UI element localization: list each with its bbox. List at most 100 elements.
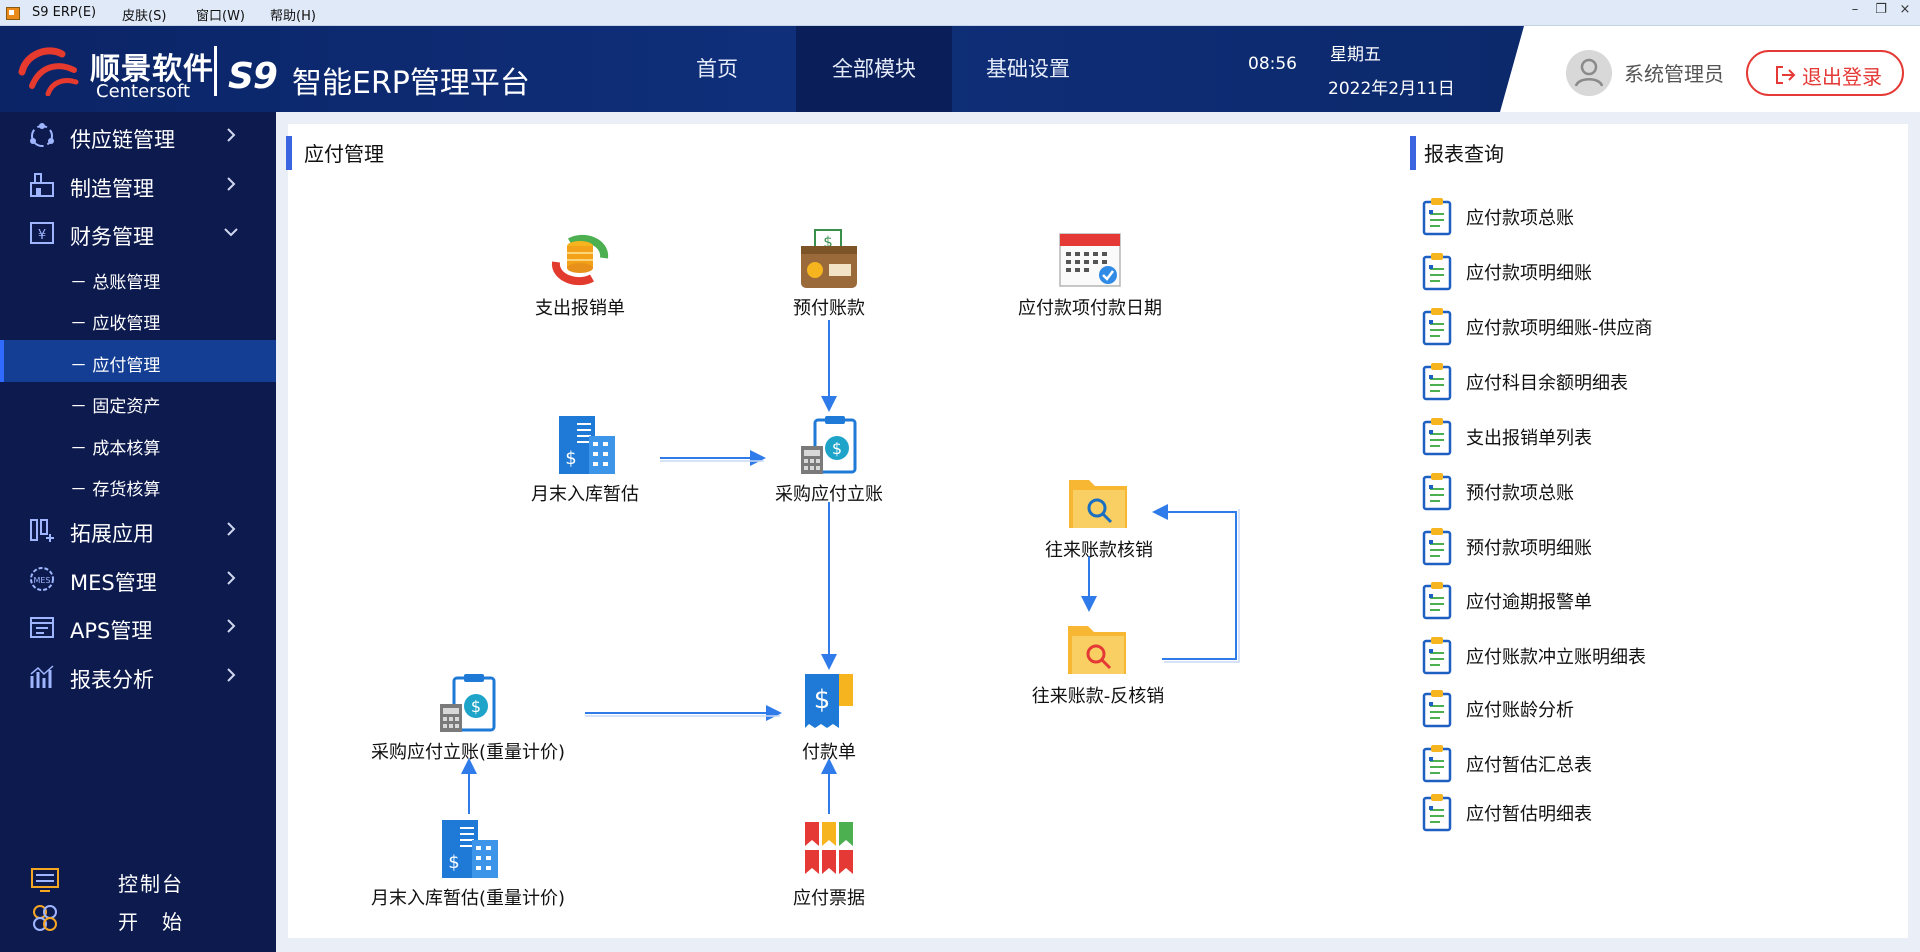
sidebar-item-extensions[interactable]: 拓展应用 [0,506,276,554]
report-item[interactable]: 应付账龄分析 [1422,688,1882,728]
coins-icon [552,234,608,286]
clipboard-report-icon [1422,418,1452,456]
main-panel: 应付管理 支出报销单 $ 预付账款 [286,124,1908,938]
node-payable-due-date[interactable]: 应付款项付款日期 [1000,228,1180,320]
current-user[interactable]: 系统管理员 [1624,62,1724,86]
report-item[interactable]: 应付科目余额明细表 [1422,361,1882,401]
node-label: 月末入库暂估 [531,484,639,505]
report-label: 应付款项明细账 [1466,263,1592,284]
clipboard-report-icon [1422,253,1452,291]
nav-tab-home[interactable]: 首页 [696,57,738,81]
node-label: 付款单 [802,742,856,763]
sidebar-item-label: MES管理 [70,571,157,595]
console-icon [31,868,59,892]
menu-window[interactable]: 窗口(W) [196,9,245,24]
extension-icon [30,519,54,542]
report-item[interactable]: 应付款项总账 [1422,196,1882,236]
svg-text:$: $ [448,852,459,873]
node-label: 采购应付立账 [775,484,883,505]
svg-text:$: $ [471,697,481,716]
folder-search-icon [1069,480,1127,528]
report-item[interactable]: 支出报销单列表 [1422,416,1882,456]
sidebar-item-label: 报表分析 [70,668,154,692]
mes-icon: MES [30,567,54,591]
clock-time: 08:56 [1248,54,1297,74]
section-accent-bar [1410,136,1416,170]
node-month-end-estimate-weight[interactable]: $ 月末入库暂估(重量计价) [368,818,568,910]
building-ledger-icon: $ [442,820,498,878]
factory-icon [30,173,54,197]
sidebar-sub-general-ledger[interactable]: － 总账管理 [0,257,276,299]
clipboard-report-icon [1422,794,1452,832]
node-expense-reimburse[interactable]: 支出报销单 [520,228,640,320]
nav-tab-all-modules[interactable]: 全部模块 [796,26,952,112]
notes-bookmarks-icon [805,822,853,874]
brand-divider [214,46,217,96]
report-item[interactable]: 应付暂估明细表 [1422,792,1882,832]
node-month-end-estimate[interactable]: $ 月末入库暂估 [520,414,650,506]
nav-tab-basic-settings[interactable]: 基础设置 [986,57,1070,81]
report-label: 预付款项总账 [1466,483,1574,504]
sidebar-item-supply-chain[interactable]: 供应链管理 [0,112,276,160]
sidebar-sub-payable[interactable]: － 应付管理 [0,340,276,382]
report-item[interactable]: 应付款项明细账-供应商 [1422,306,1882,346]
sidebar-item-manufacturing[interactable]: 制造管理 [0,161,276,209]
report-item[interactable]: 应付暂估汇总表 [1422,743,1882,783]
node-ar-ap-reverse[interactable]: 往来账款-反核销 [1008,616,1188,708]
sidebar-item-label: APS管理 [70,619,153,643]
sidebar-item-label: 拓展应用 [70,522,154,546]
svg-text:$: $ [832,439,842,458]
report-item[interactable]: 应付逾期报警单 [1422,580,1882,620]
node-prepayment[interactable]: $ 预付账款 [769,228,889,320]
sidebar-item-aps[interactable]: APS管理 [0,603,276,651]
report-label: 应付款项总账 [1466,208,1574,229]
sidebar-console[interactable]: 控制台 [0,862,276,898]
chevron-right-icon [227,668,236,682]
sidebar-start[interactable]: 开 始 [0,900,276,936]
app-icon [6,7,20,20]
chevron-right-icon [227,571,236,585]
sidebar-sub-cost-accounting[interactable]: － 成本核算 [0,423,276,465]
sidebar-sub-inventory-accounting[interactable]: － 存货核算 [0,464,276,506]
folder-undo-icon [1068,626,1126,674]
menu-skin[interactable]: 皮肤(S) [122,9,167,24]
menu-help[interactable]: 帮助(H) [270,9,316,24]
svg-text:MES: MES [33,576,50,585]
svg-text:$: $ [565,448,576,469]
minimize-icon[interactable]: – [1851,2,1859,17]
node-ar-ap-writeoff[interactable]: 往来账款核销 [1024,470,1174,562]
sidebar: 供应链管理 制造管理 ¥ 财务管理 － 总账管理 － 应收管理 － 应付管理 －… [0,112,276,952]
calendar-icon [1059,233,1121,287]
finance-icon: ¥ [30,222,54,244]
report-item[interactable]: 应付账款冲立账明细表 [1422,635,1882,675]
node-label: 应付票据 [793,888,865,909]
report-label: 应付科目余额明细表 [1466,373,1628,394]
section-title-reports: 报表查询 [1424,142,1504,166]
sidebar-item-mes[interactable]: MES MES管理 [0,555,276,603]
report-label: 应付暂估汇总表 [1466,755,1592,776]
close-icon[interactable]: × [1899,2,1911,17]
menu-app[interactable]: S9 ERP(E) [32,5,97,20]
node-payable-notes[interactable]: 应付票据 [779,818,879,910]
invoice-calculator-icon: $ [440,674,496,732]
invoice-calculator-icon: $ [801,416,857,474]
node-purchase-payable[interactable]: $ 采购应付立账 [754,414,904,506]
report-label: 预付款项明细账 [1466,538,1592,559]
logout-button[interactable]: 退出登录 [1746,50,1904,96]
restore-icon[interactable]: ❐ [1875,2,1887,17]
avatar-icon[interactable] [1566,50,1612,96]
report-item[interactable]: 预付款项总账 [1422,471,1882,511]
sidebar-sub-label: － 应付管理 [70,356,161,376]
report-label: 支出报销单列表 [1466,428,1592,449]
sidebar-sub-fixed-assets[interactable]: － 固定资产 [0,381,276,423]
node-purchase-payable-weight[interactable]: $ 采购应付立账(重量计价) [368,672,568,764]
node-payment-slip[interactable]: $ 付款单 [779,672,879,764]
report-item[interactable]: 预付款项明细账 [1422,526,1882,566]
report-label: 应付账款冲立账明细表 [1466,647,1646,668]
report-item[interactable]: 应付款项明细账 [1422,251,1882,291]
sidebar-sub-receivable[interactable]: － 应收管理 [0,298,276,340]
report-label: 应付账龄分析 [1466,700,1574,721]
logout-icon [1776,66,1796,84]
sidebar-item-report-analysis[interactable]: 报表分析 [0,652,276,700]
sidebar-item-finance[interactable]: ¥ 财务管理 [0,209,276,257]
